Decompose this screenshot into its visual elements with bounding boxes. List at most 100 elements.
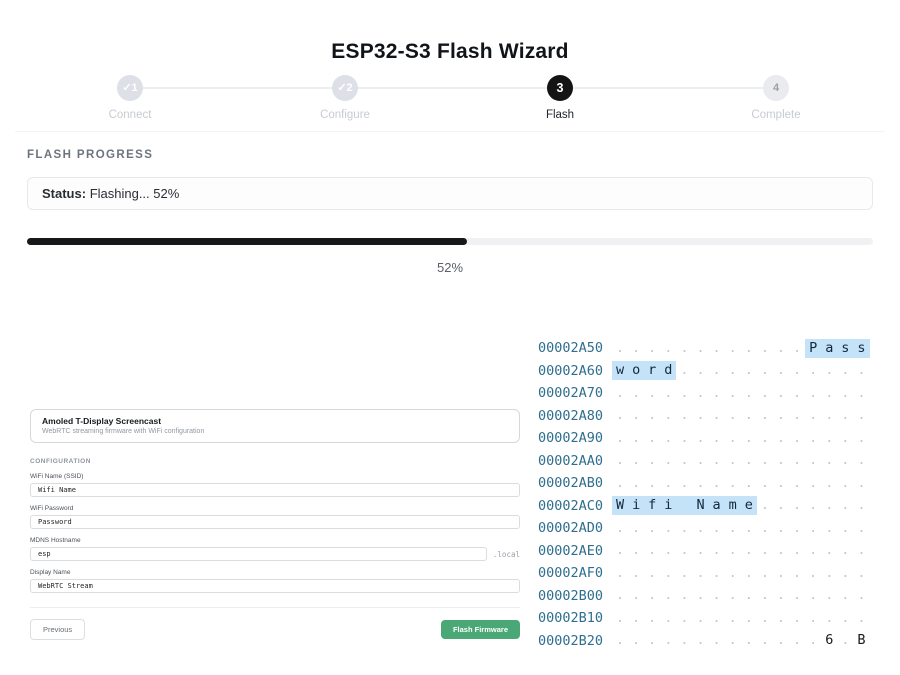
- hex-address: 00002B00: [538, 587, 604, 604]
- hex-char-highlighted: e: [740, 496, 757, 516]
- hex-char: .: [744, 384, 753, 401]
- field-label: WiFi Name (SSID): [30, 473, 84, 480]
- hex-char: .: [776, 497, 786, 514]
- previous-button[interactable]: Previous: [30, 619, 86, 640]
- hex-char: .: [841, 564, 850, 581]
- hex-char: .: [680, 587, 689, 604]
- hex-char: .: [728, 362, 737, 379]
- firmware-config-form: Amoled T-Display Screencast WebRTC strea…: [30, 409, 520, 640]
- hex-char-highlighted: a: [821, 338, 838, 358]
- firmware-card[interactable]: Amoled T-Display Screencast WebRTC strea…: [30, 409, 520, 443]
- hex-char: .: [680, 407, 689, 424]
- hex-char: .: [857, 564, 866, 581]
- hex-row: 00002A90................: [538, 427, 870, 450]
- field-label: WiFi Password: [30, 505, 74, 512]
- step-label: Flash: [545, 109, 575, 121]
- status-label: Status:: [42, 186, 87, 201]
- hex-char: B: [857, 632, 866, 649]
- hex-char: .: [615, 609, 625, 626]
- hex-char: .: [744, 564, 753, 581]
- hex-char: .: [793, 587, 802, 604]
- hex-char: .: [793, 407, 802, 424]
- hex-char: .: [648, 519, 657, 536]
- hex-char: .: [696, 542, 705, 559]
- hex-char: .: [760, 519, 769, 536]
- flash-firmware-button[interactable]: Flash Firmware: [440, 620, 520, 639]
- hex-char: .: [680, 429, 689, 446]
- hex-char: .: [825, 609, 834, 626]
- hex-row: 00002AA0................: [538, 450, 870, 473]
- hex-char: .: [712, 542, 721, 559]
- field-input-wifi-name-ssid-[interactable]: [30, 483, 520, 497]
- firmware-card-subtitle: WebRTC streaming firmware with WiFi conf…: [42, 428, 205, 435]
- hex-char: .: [857, 362, 866, 379]
- hex-char: .: [648, 632, 657, 649]
- hex-char: .: [696, 474, 705, 491]
- hex-char: .: [793, 384, 802, 401]
- hex-char: .: [809, 609, 818, 626]
- hex-char: 6: [825, 632, 834, 649]
- step-label: Configure: [320, 109, 370, 121]
- hex-address: 00002AC0: [538, 497, 604, 514]
- hex-char: .: [632, 542, 641, 559]
- hex-char: .: [857, 587, 866, 604]
- hex-char: .: [776, 609, 786, 626]
- hex-row: 00002AB0................: [538, 472, 870, 495]
- hex-char: .: [648, 564, 657, 581]
- hex-char: .: [809, 587, 818, 604]
- hex-char: .: [615, 474, 625, 491]
- hex-char: .: [664, 452, 673, 469]
- hex-char: .: [615, 429, 625, 446]
- hex-char-highlighted: i: [660, 496, 677, 516]
- hex-char: .: [776, 564, 786, 581]
- field-input-display-name[interactable]: [30, 579, 520, 593]
- hex-char: .: [648, 609, 657, 626]
- hex-char: .: [809, 474, 818, 491]
- hex-char: .: [728, 609, 737, 626]
- firmware-card-title: Amoled T-Display Screencast: [42, 416, 162, 426]
- step-number-badge: 3: [547, 75, 573, 101]
- hex-char: .: [712, 609, 721, 626]
- header-divider: [15, 131, 885, 132]
- hex-char: .: [760, 542, 769, 559]
- hex-char: .: [615, 407, 625, 424]
- hex-char: .: [728, 542, 737, 559]
- hex-char: .: [760, 632, 769, 649]
- hex-char-highlighted: i: [628, 496, 645, 516]
- field-input-wifi-password[interactable]: [30, 515, 520, 529]
- hex-char: .: [664, 339, 673, 356]
- status-box: Status: Flashing... 52%: [27, 177, 873, 210]
- hex-char: .: [841, 384, 850, 401]
- hex-char: .: [712, 587, 721, 604]
- hex-char: .: [760, 564, 769, 581]
- hex-char-highlighted: r: [644, 361, 661, 381]
- hex-address: 00002A60: [538, 362, 604, 379]
- hex-char: .: [648, 452, 657, 469]
- hex-char: .: [664, 384, 673, 401]
- hex-char: .: [809, 407, 818, 424]
- hex-char: .: [696, 452, 705, 469]
- hex-char: .: [648, 407, 657, 424]
- hex-char: .: [809, 429, 818, 446]
- hex-address: 00002A70: [538, 385, 604, 402]
- hex-char: .: [728, 564, 737, 581]
- hex-char: .: [712, 362, 721, 379]
- hex-char: .: [680, 452, 689, 469]
- hex-char: .: [680, 474, 689, 491]
- hex-char: .: [680, 362, 689, 379]
- hex-char: .: [696, 429, 705, 446]
- field-input-mdns-hostname[interactable]: [30, 547, 487, 561]
- hex-char: .: [664, 407, 673, 424]
- hex-char: .: [615, 452, 625, 469]
- hex-char: .: [857, 474, 866, 491]
- hex-char: .: [841, 474, 850, 491]
- hex-address: 00002AA0: [538, 452, 604, 469]
- hex-char: .: [760, 339, 769, 356]
- hex-char: .: [615, 519, 625, 536]
- hex-char: .: [857, 497, 866, 514]
- hex-char: .: [809, 564, 818, 581]
